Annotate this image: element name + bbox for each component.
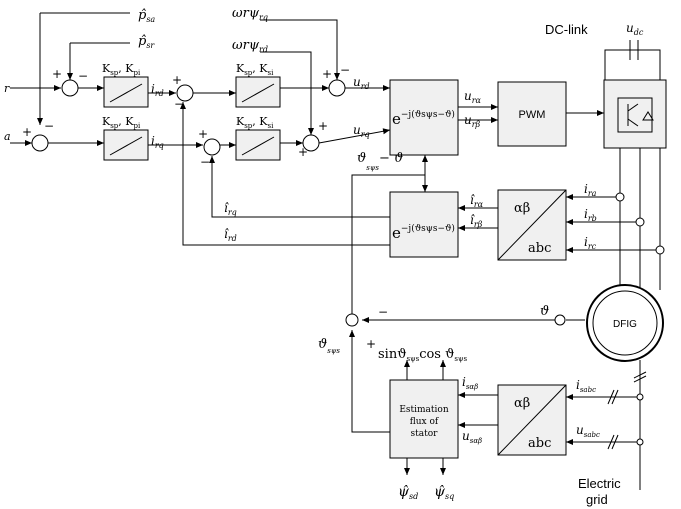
sum-junction-current-d [176, 84, 194, 102]
sum-signs: + − + − + − + − + − + + − + [22, 63, 388, 351]
sum-junction-power-reactive [31, 134, 49, 152]
svg-text:udc: udc [626, 21, 644, 37]
sum-junction-angle [345, 313, 359, 327]
svg-text:abc: abc [528, 241, 551, 256]
svg-text:+: + [318, 119, 328, 133]
plain-labels: DC-link Electric grid [545, 22, 621, 507]
svg-text:−: − [78, 69, 88, 83]
flux-estimation-block: Estimation flux of stator [389, 379, 459, 459]
svg-text:p̂sa: p̂sa [138, 8, 155, 24]
pi-controller-2: Ksp, Ksi [235, 62, 281, 108]
svg-text:ψ̂sq: ψ̂sq [434, 484, 454, 501]
svg-text:urd: urd [353, 75, 370, 91]
svg-text:+: + [22, 125, 32, 139]
svg-text:ϑsψs− ϑ: ϑsψs− ϑ [357, 151, 403, 172]
svg-text:ωrψrq: ωrψrq [232, 6, 268, 22]
svg-text:usαβ: usαβ [462, 429, 482, 445]
svg-text:grid: grid [586, 492, 608, 507]
svg-text:isabc: isabc [576, 378, 596, 394]
svg-text:p̂sr: p̂sr [138, 34, 155, 50]
svg-text:irc: irc [584, 235, 597, 251]
svg-text:îrd: îrd [224, 227, 237, 243]
svg-text:ωrψrd: ωrψrd [232, 38, 268, 54]
pi-controller-3: Ksp, Kpi [102, 115, 149, 161]
pwm-block: PWM [497, 81, 567, 147]
svg-text:abc: abc [528, 436, 551, 451]
svg-text:isαβ: isαβ [462, 375, 478, 391]
svg-text:+: + [198, 127, 208, 141]
summing-junctions [31, 79, 665, 446]
svg-text:Ksp, Kpi: Ksp, Kpi [102, 62, 141, 77]
sum-junction-current-q [203, 138, 221, 156]
svg-text:îrβ: îrβ [470, 213, 483, 229]
svg-text:ϑsψs: ϑsψs [318, 337, 340, 355]
tap-rc [655, 245, 665, 255]
svg-text:+: + [172, 73, 182, 87]
svg-text:Electric: Electric [578, 476, 621, 491]
svg-text:DFIG: DFIG [613, 319, 637, 330]
svg-text:−: − [174, 97, 184, 111]
tap-usabc [636, 438, 644, 446]
sum-junction-power-active [61, 79, 79, 97]
svg-text:e−j(ϑsψs−ϑ): e−j(ϑsψs−ϑ) [392, 109, 455, 128]
svg-text:+: + [52, 67, 62, 81]
transform-block-1: e−j(ϑsψs−ϑ) [389, 79, 459, 156]
svg-text:flux of: flux of [410, 417, 439, 427]
pi-controller-4: Ksp, Ksi [235, 115, 281, 161]
svg-text:+: + [366, 337, 376, 351]
svg-text:−: − [44, 119, 54, 133]
svg-text:−: − [200, 155, 210, 169]
signal-labels: p̂sa p̂sr ωrψrq ωrψrd r a ird irq urd ur… [4, 6, 644, 501]
inverter-block [603, 79, 667, 149]
dfig-machine: DFIG [586, 284, 664, 362]
ab-abc-block-stator: αβ abc [497, 384, 567, 456]
svg-text:irb: irb [584, 207, 597, 223]
svg-text:Estimation: Estimation [399, 405, 448, 415]
svg-text:DC-link: DC-link [545, 22, 588, 37]
tap-sabc [636, 393, 644, 401]
svg-text:−: − [378, 305, 388, 319]
svg-text:stator: stator [411, 429, 439, 439]
svg-text:+: + [322, 67, 332, 81]
svg-text:ψ̂sd: ψ̂sd [398, 484, 418, 501]
svg-text:sinϑsψscos ϑsψs: sinϑsψscos ϑsψs [378, 347, 467, 363]
svg-text:αβ: αβ [514, 201, 530, 216]
svg-text:ϑ: ϑ [540, 304, 549, 319]
pi-controller-1: Ksp, Kpi [102, 62, 149, 108]
svg-text:îrα: îrα [470, 193, 484, 209]
svg-text:urα: urα [464, 89, 482, 105]
svg-text:îrq: îrq [224, 201, 237, 217]
svg-text:PWM: PWM [519, 109, 546, 121]
encoder-node [554, 314, 566, 326]
svg-text:αβ: αβ [514, 396, 530, 411]
svg-text:ird: ird [151, 82, 164, 98]
svg-text:+: + [298, 145, 308, 159]
ab-abc-block-rotor: αβ abc [497, 189, 567, 261]
sum-junction-voltage-d [328, 79, 346, 97]
svg-text:Ksp, Kpi: Ksp, Kpi [102, 115, 141, 130]
svg-text:urq: urq [353, 123, 370, 139]
svg-text:urβ: urβ [464, 113, 481, 129]
svg-text:Ksp, Ksi: Ksp, Ksi [236, 115, 274, 130]
transform-block-2: e−j(ϑsψs−ϑ) [389, 191, 459, 258]
svg-text:r: r [4, 82, 10, 95]
svg-text:Ksp, Ksi: Ksp, Ksi [236, 62, 274, 77]
svg-text:usabc: usabc [576, 423, 600, 439]
svg-text:e−j(ϑsψs−ϑ): e−j(ϑsψs−ϑ) [392, 223, 455, 242]
svg-text:irq: irq [151, 134, 164, 150]
sum-junction-voltage-q [302, 134, 320, 152]
wires [10, 12, 661, 490]
svg-text:a: a [4, 130, 11, 143]
svg-text:−: − [340, 63, 350, 77]
tap-rb [635, 217, 645, 227]
tap-ra [615, 192, 625, 202]
svg-text:ira: ira [584, 182, 597, 198]
